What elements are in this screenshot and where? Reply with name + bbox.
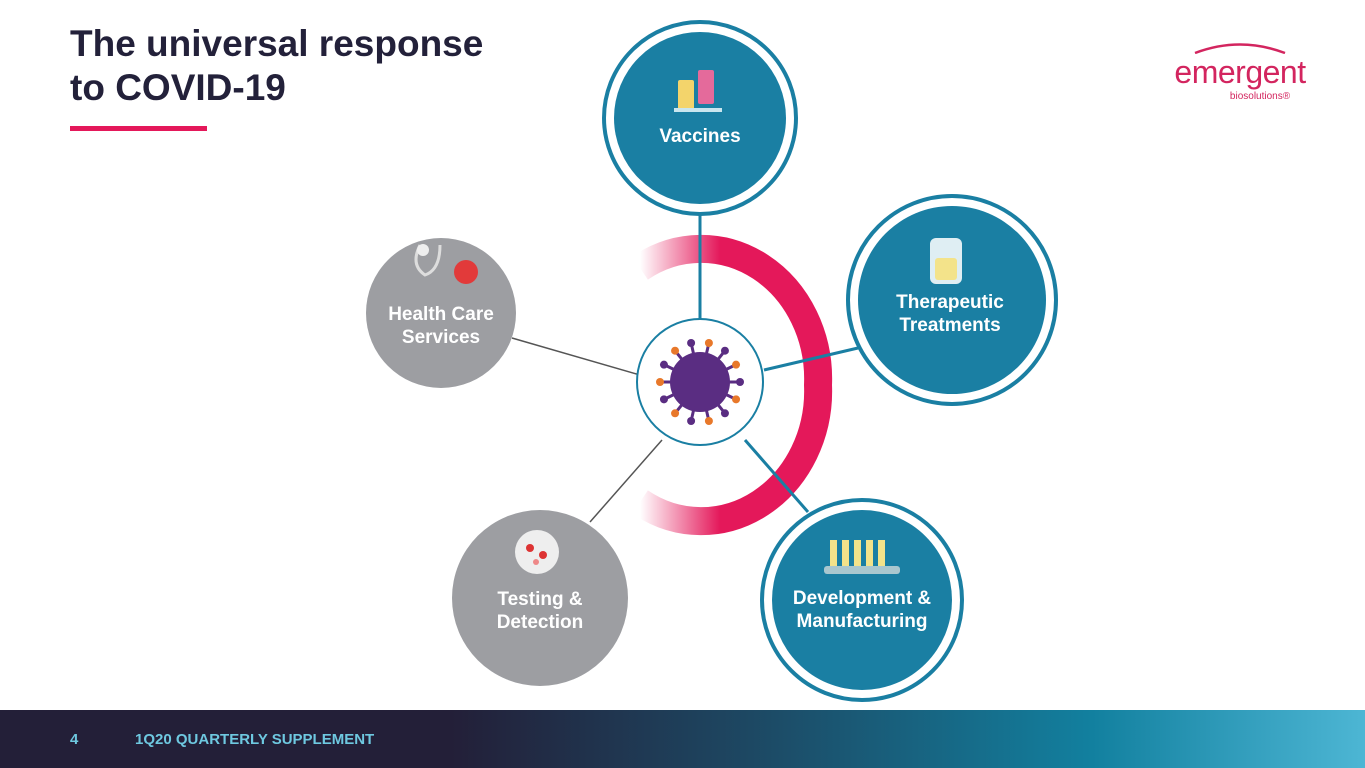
virus-spike	[687, 416, 696, 425]
virus-spike	[720, 346, 729, 355]
therapeutic-node[interactable]	[846, 194, 1058, 406]
virus-spike	[736, 378, 744, 386]
test-tubes-icon	[824, 540, 900, 574]
virus-spike	[732, 395, 741, 404]
virus-spike	[687, 339, 696, 348]
footer-bar: 4 1Q20 QUARTERLY SUPPLEMENT	[0, 710, 1365, 768]
label-development: Development & Manufacturing	[792, 588, 932, 632]
petri-dish-icon	[515, 530, 559, 574]
label-vaccines: Vaccines	[659, 126, 741, 147]
virus-spike	[671, 346, 680, 355]
logo-arc	[1194, 43, 1286, 54]
page-number: 4	[70, 731, 79, 748]
emergent-logo: emergent biosolutions®	[1170, 40, 1310, 102]
virus-spike	[704, 416, 713, 425]
virus-spike	[732, 360, 741, 369]
logo-tagline: biosolutions®	[1229, 91, 1291, 102]
label-therapeutic: Therapeutic Treatments	[896, 292, 1004, 336]
development-node[interactable]	[760, 498, 964, 702]
virus-center	[636, 318, 764, 446]
stethoscope-icon	[414, 244, 478, 284]
testing-node[interactable]	[452, 510, 628, 686]
connector-lines	[511, 210, 859, 523]
virus-spike	[659, 360, 668, 369]
vaccine-vials-icon	[674, 70, 722, 112]
virus-spike	[720, 409, 729, 418]
covid-response-diagram	[366, 20, 1058, 702]
red-arc	[632, 234, 833, 536]
title-line-1: The universal response	[70, 23, 484, 64]
label-health-care: Health Care Services	[388, 304, 494, 348]
title-underline	[70, 126, 207, 131]
virus-spike	[704, 339, 713, 348]
virus-spike	[659, 395, 668, 404]
iv-bag-icon	[930, 238, 962, 284]
virus-spike	[671, 409, 680, 418]
title-line-2: to COVID-19	[70, 67, 286, 108]
health-care-node[interactable]	[366, 238, 516, 388]
virus-spike	[656, 378, 664, 386]
logo-name: emergent	[1174, 54, 1306, 90]
footer-text: 1Q20 QUARTERLY SUPPLEMENT	[135, 731, 375, 748]
vaccines-node[interactable]	[602, 20, 798, 216]
virus-icon	[656, 339, 744, 425]
label-testing: Testing & Detection	[496, 589, 584, 633]
